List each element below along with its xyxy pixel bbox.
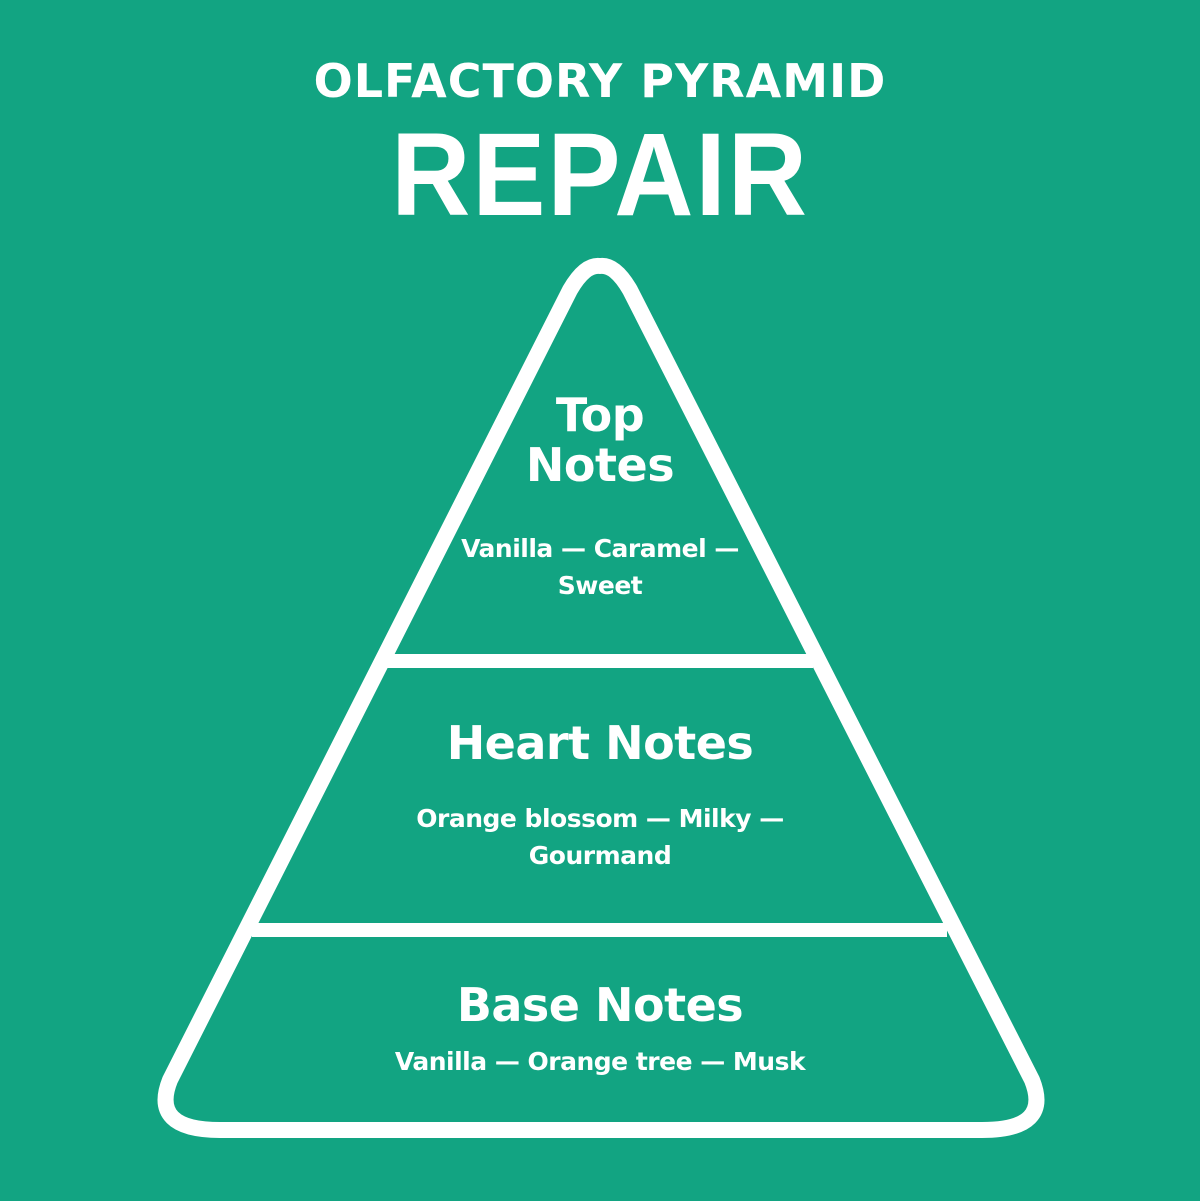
- header-subtitle: OLFACTORY PYRAMID: [313, 54, 887, 108]
- top-notes-list: Vanilla — Caramel — Sweet: [461, 534, 739, 600]
- header-title: REPAIR: [391, 109, 809, 241]
- base-notes-title: Base Notes: [456, 978, 744, 1032]
- heart-notes-list: Orange blossom — Milky — Gourmand: [416, 804, 784, 870]
- base-notes-list: Vanilla — Orange tree — Musk: [394, 1047, 806, 1076]
- heart-notes-title: Heart Notes: [446, 716, 754, 770]
- top-notes-title: Top Notes: [525, 388, 675, 492]
- pyramid-outline: [157, 257, 1045, 1138]
